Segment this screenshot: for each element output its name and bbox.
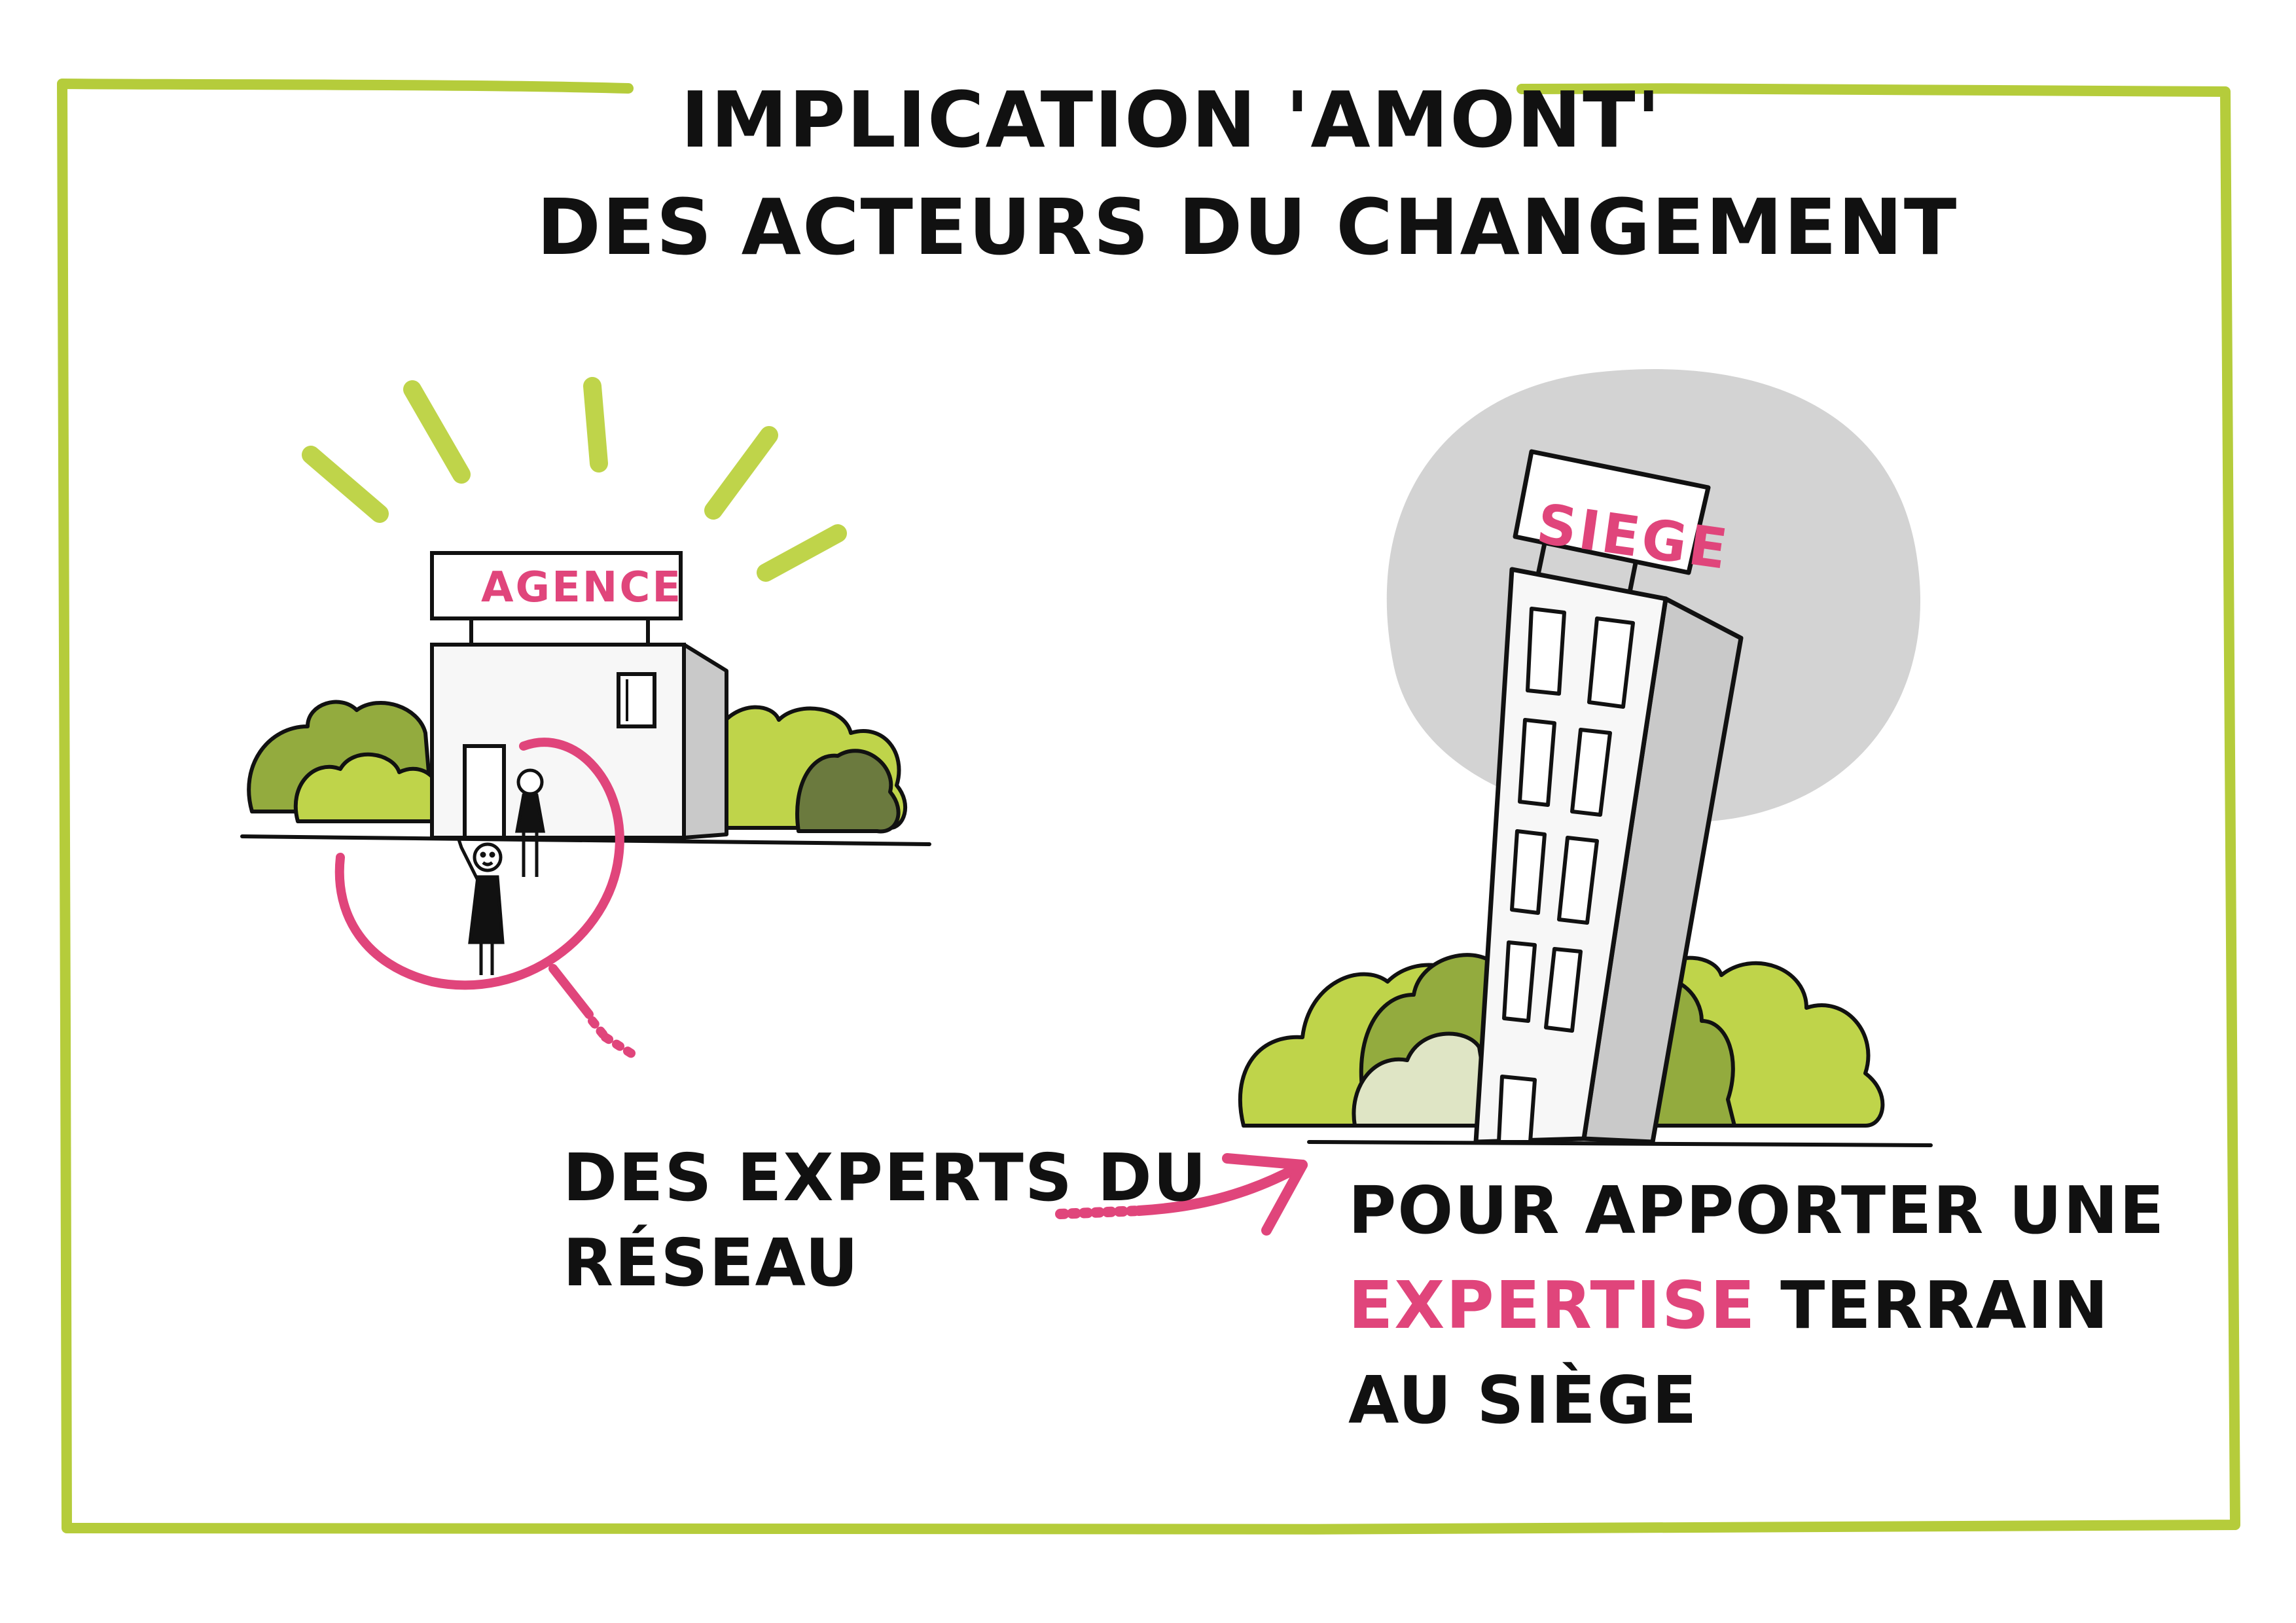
person-waving <box>456 837 505 975</box>
siege-scene <box>1238 368 1933 1147</box>
caption-left-line-1: DES EXPERTS DU <box>563 1139 1208 1216</box>
magnifier-icon <box>334 738 636 1058</box>
caption-right-line-2-rest: TERRAIN <box>1756 1267 2109 1344</box>
caption-right-line-3: AU SIÈGE <box>1348 1362 1698 1438</box>
highlight-rays <box>302 377 847 582</box>
caption-right-line-2: EXPERTISE TERRAIN <box>1348 1273 2109 1338</box>
agence-door <box>463 744 506 840</box>
bushes-siege <box>1238 953 1885 1128</box>
arrow-icon <box>1055 1153 1308 1236</box>
title-line-1: IMPLICATION 'AMONT' <box>681 75 1662 165</box>
bushes-left <box>247 700 444 823</box>
expertise-highlight: EXPERTISE <box>1348 1267 1757 1344</box>
agence-sign-label: AGENCE <box>481 563 683 612</box>
caption-right-line-1: POUR APPORTER UNE <box>1348 1172 2166 1249</box>
ground-line <box>240 834 931 846</box>
person-standing <box>515 768 545 877</box>
caption-left-line-2: RÉSEAU <box>563 1224 860 1301</box>
agence-scene <box>240 377 931 1058</box>
agence-side-wall <box>682 643 728 840</box>
frame-border <box>57 79 2240 1535</box>
siege-windows <box>1497 607 1635 1144</box>
agence-sign-board <box>430 551 683 620</box>
title-line-2: DES ACTEURS DU CHANGEMENT <box>537 182 1958 272</box>
agence-window <box>617 672 656 728</box>
ground-line <box>1307 1140 1933 1147</box>
bushes-right <box>711 705 908 834</box>
siege-sign-board <box>1513 449 1711 575</box>
